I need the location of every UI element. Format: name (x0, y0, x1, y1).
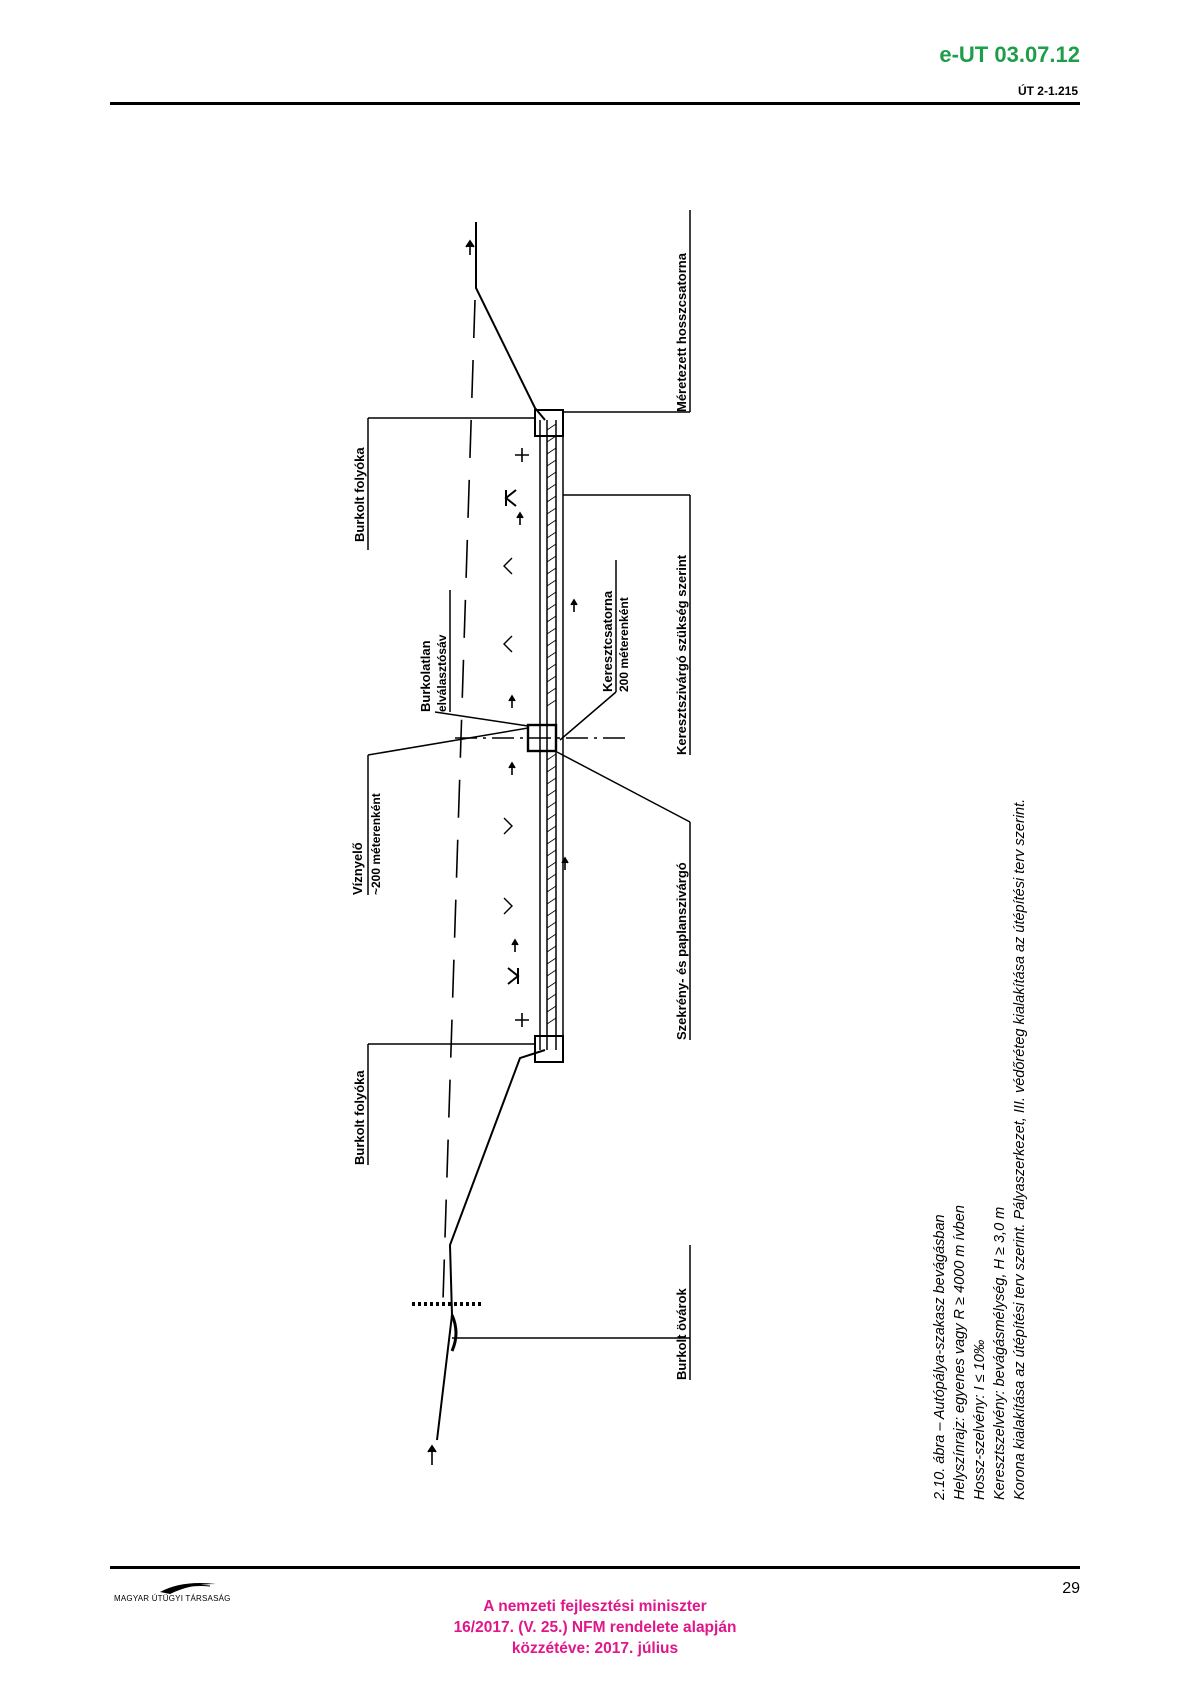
footer-rule (110, 1566, 1080, 1569)
label-cross-sewer: Keresztcsatorna (600, 590, 615, 692)
publisher-line: 16/2017. (V. 25.) NFM rendelete alapján (453, 1619, 737, 1636)
label-paved-ditch-bottom: Burkolt folyóka (352, 1070, 367, 1165)
document-code: e-UT 03.07.12 (939, 42, 1080, 67)
label-paved-ditch-top: Burkolt folyóka (352, 447, 367, 542)
cross-section-drawing: Burkolt folyóka Burkolt folyóka Víznyelő… (350, 210, 691, 1465)
pavement-hatch (546, 423, 557, 1025)
terrain-bottom (436, 1049, 546, 1441)
label-cross-sewer-interval: 200 méterenként (617, 597, 631, 692)
figure-caption: 2.10. ábra – Autópálya-szakasz bevágásba… (930, 798, 1030, 1500)
label-box-drain: Szekrény- és paplanszivárgó (674, 862, 689, 1040)
publisher-line: A nemzeti fejlesztési miniszter (483, 1598, 707, 1615)
society-logo (160, 1583, 216, 1594)
logo-text: MAGYAR ÚTÜGYI TÁRSASÁG (114, 1594, 231, 1603)
label-water-inlet: Víznyelő (350, 842, 365, 895)
caption-line: Hossz-szelvény: I ≤ 10‰ (972, 1339, 988, 1500)
caption-line: 2.10. ábra – Autópálya-szakasz bevágásba… (932, 1214, 948, 1500)
terrain-top (475, 222, 546, 421)
publisher-note: A nemzeti fejlesztési miniszter 16/2017.… (395, 1596, 795, 1659)
label-dimensioned-sewer: Méretezett hosszcsatorna (674, 252, 689, 412)
dashed-reference (442, 299, 476, 1301)
caption-line: Korona kialakítása az útépítési terv sze… (1012, 798, 1028, 1500)
header-rule (110, 102, 1080, 105)
caption-line: Keresztszelvény: bevágásmélység, H ≥ 3,0… (992, 1206, 1008, 1500)
label-cross-drain: Keresztszivárgó szükség szerint (674, 554, 689, 755)
label-unpaved-median: Burkolatlan (418, 640, 433, 712)
standard-code: ÚT 2-1.215 (1017, 84, 1078, 98)
page-number: 29 (1062, 1580, 1080, 1597)
caption-line: Helyszínrajz: egyenes vagy R ≥ 4000 m ív… (952, 1205, 968, 1500)
publisher-line: közzétéve: 2017. július (511, 1640, 679, 1657)
label-paved-trench: Burkolt övárok (674, 1287, 689, 1380)
label-unpaved-median-2: elválasztósáv (435, 634, 449, 712)
label-water-inlet-interval: ~200 méterenként (369, 793, 383, 895)
